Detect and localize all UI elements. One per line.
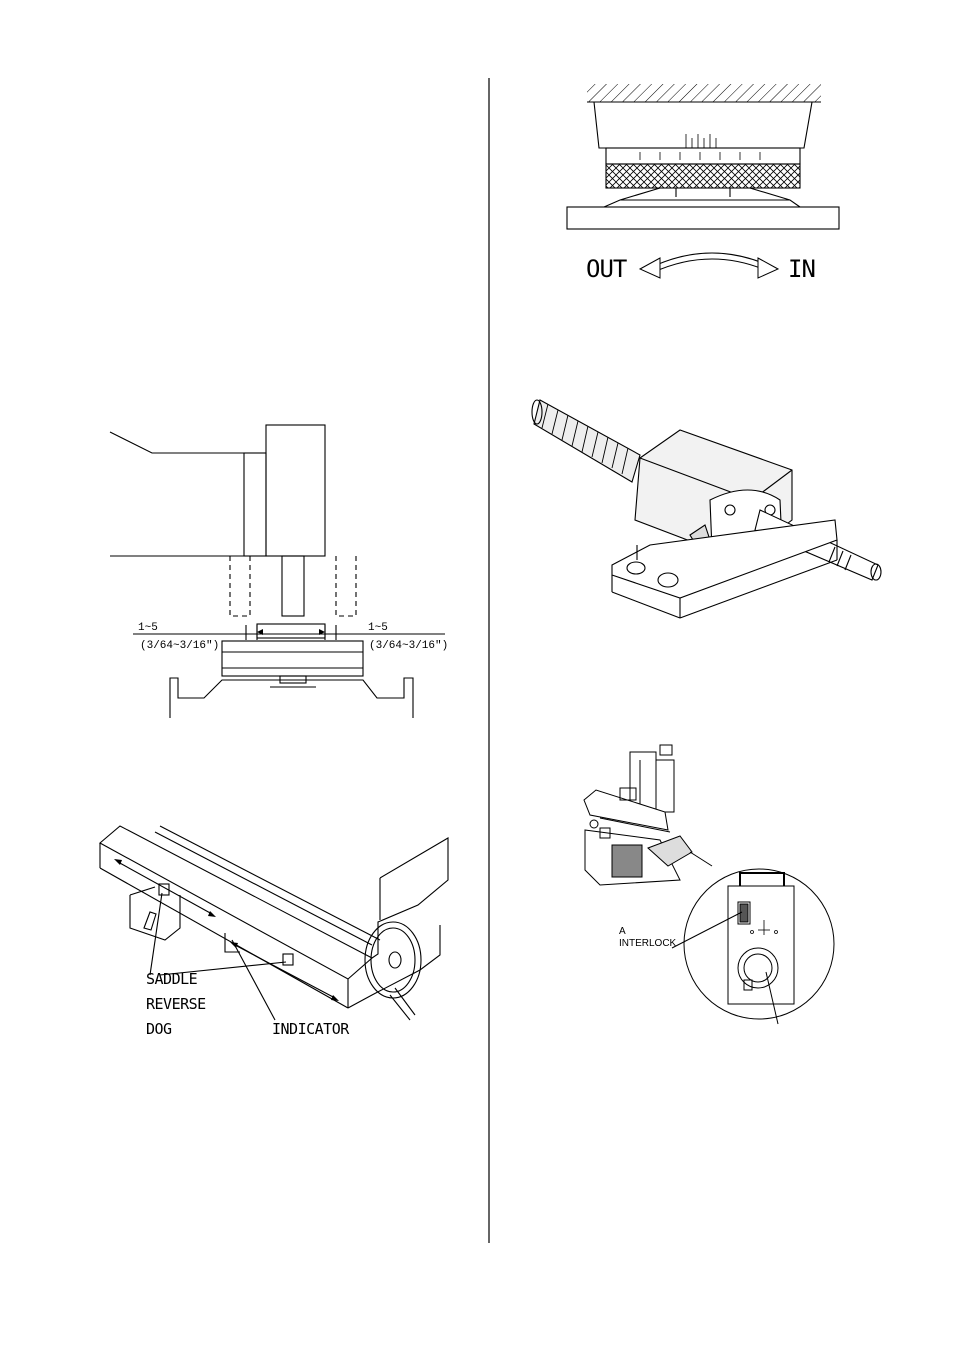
- callout-a-label: A: [619, 926, 626, 937]
- right-dimension-label: 1~5: [368, 622, 388, 634]
- left-dimension-inch-label: (3/64~3/16"): [140, 640, 219, 652]
- out-label: OUT: [586, 255, 626, 283]
- reverse-label: REVERSE: [146, 994, 206, 1014]
- in-label: IN: [788, 255, 815, 283]
- interlock-label: INTERLOCK: [619, 938, 676, 949]
- dog-label: DOG: [146, 1019, 172, 1039]
- saddle-label: SADDLE: [146, 969, 197, 989]
- right-dimension-inch-label: (3/64~3/16"): [369, 640, 448, 652]
- left-dimension-label: 1~5: [138, 622, 158, 634]
- indicator-label: INDICATOR: [272, 1019, 349, 1039]
